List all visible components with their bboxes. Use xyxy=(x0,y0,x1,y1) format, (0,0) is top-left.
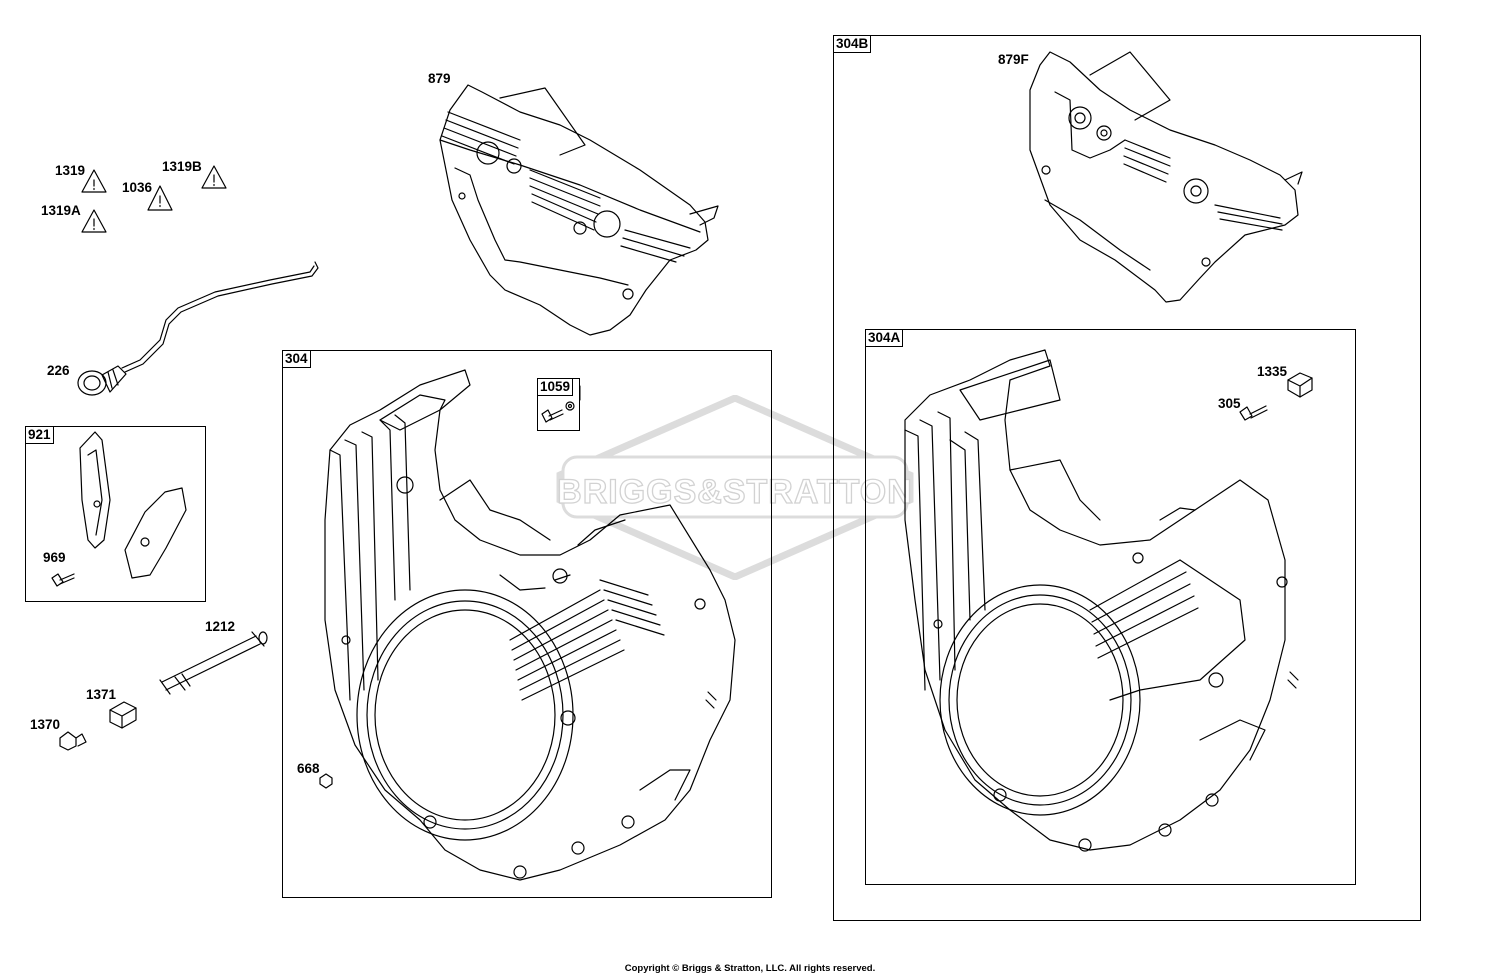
callout-1371[interactable]: 1371 xyxy=(86,687,117,702)
kit-304B-frame xyxy=(833,35,1421,921)
part-226-control-rod[interactable] xyxy=(77,261,319,396)
callout-879F[interactable]: 879F xyxy=(998,52,1029,67)
callout-1335[interactable]: 1335 xyxy=(1257,364,1288,379)
kit-label-304B[interactable]: 304B xyxy=(833,35,872,53)
kit-304-frame xyxy=(282,350,772,898)
callout-1319[interactable]: 1319 xyxy=(55,163,86,178)
kit-921-frame xyxy=(25,426,206,602)
brand-watermark: BRIGGS&STRATTON xyxy=(555,394,915,581)
kit-label-304A[interactable]: 304A xyxy=(865,329,904,347)
part-1370-bolt[interactable] xyxy=(59,731,87,751)
part-304A-blower-housing[interactable] xyxy=(904,349,1299,852)
callout-1036[interactable]: 1036 xyxy=(122,180,153,195)
callout-1319B[interactable]: 1319B xyxy=(162,159,202,174)
kit-label-1059[interactable]: 1059 xyxy=(537,378,574,396)
part-668-grommet[interactable] xyxy=(319,773,333,789)
callout-1370[interactable]: 1370 xyxy=(30,717,61,732)
part-1335-nut[interactable] xyxy=(1287,372,1313,398)
part-879F-cover[interactable] xyxy=(1029,51,1303,303)
callout-969[interactable]: 969 xyxy=(43,550,66,565)
part-969-screw[interactable] xyxy=(51,573,75,587)
callout-1319A[interactable]: 1319A xyxy=(41,203,81,218)
kit-304A-frame xyxy=(865,329,1356,885)
callout-879[interactable]: 879 xyxy=(428,71,451,86)
callout-1212[interactable]: 1212 xyxy=(205,619,236,634)
watermark-text: BRIGGS&STRATTON xyxy=(557,472,913,511)
kit-label-304[interactable]: 304 xyxy=(282,350,311,368)
part-921-baffle[interactable] xyxy=(79,431,187,579)
part-879-cover[interactable] xyxy=(439,84,719,336)
warning-decals[interactable] xyxy=(81,165,227,233)
part-1371-nut[interactable] xyxy=(109,701,137,729)
part-1059-screw-kit[interactable] xyxy=(541,401,575,423)
kit-label-921[interactable]: 921 xyxy=(25,426,54,444)
copyright-notice: Copyright © Briggs & Stratton, LLC. All … xyxy=(624,963,876,974)
part-304-blower-housing[interactable] xyxy=(324,369,736,881)
watermark-shield-icon xyxy=(556,394,914,581)
callout-668[interactable]: 668 xyxy=(297,761,320,776)
part-1212-stud[interactable] xyxy=(159,631,268,695)
callout-226[interactable]: 226 xyxy=(47,363,70,378)
callout-305[interactable]: 305 xyxy=(1218,396,1241,411)
part-305-screw[interactable] xyxy=(1239,405,1268,421)
